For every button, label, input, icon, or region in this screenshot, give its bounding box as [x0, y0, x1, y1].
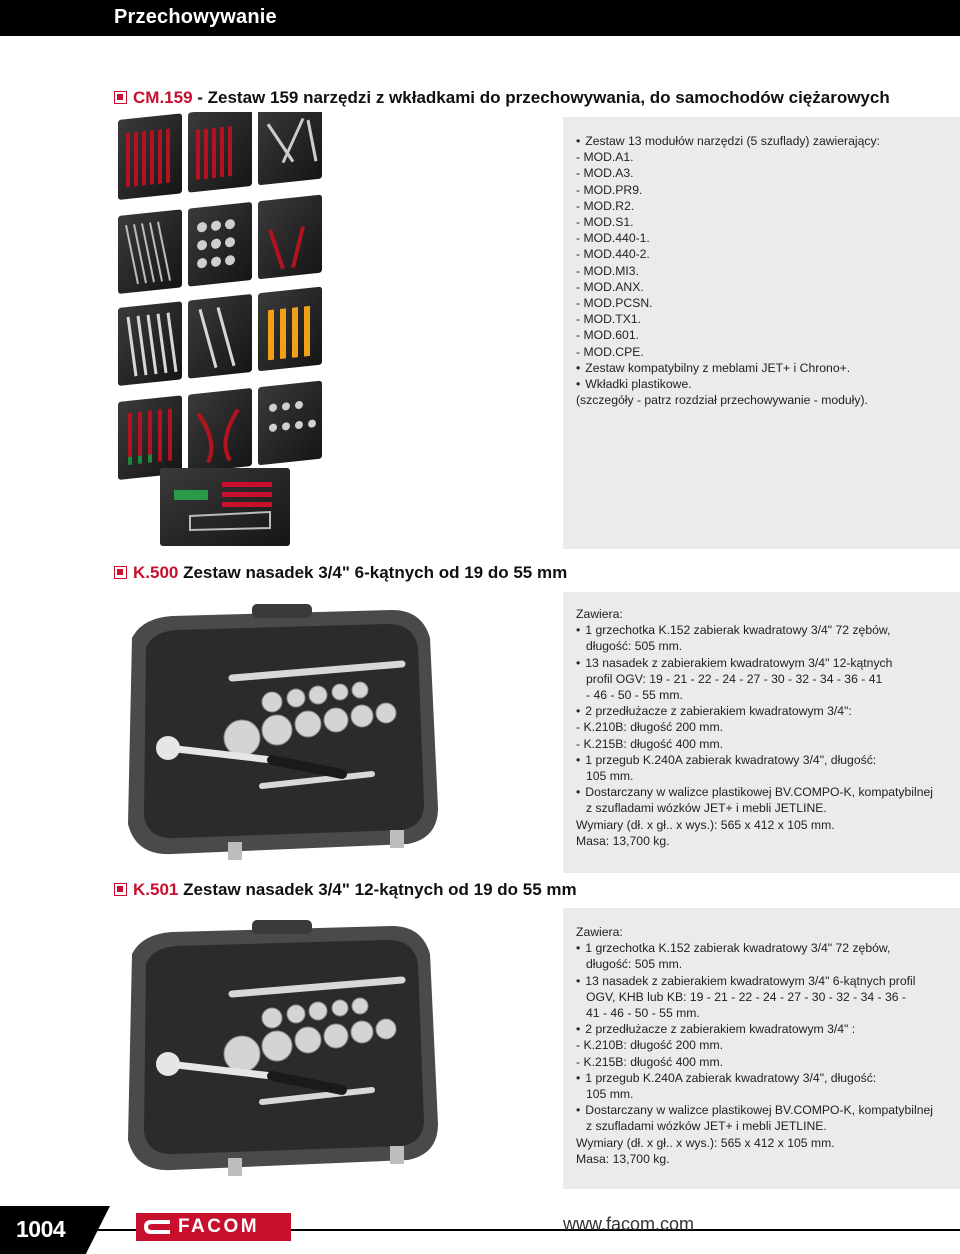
footer-rule — [0, 1229, 960, 1231]
section-k500-title: K.500 Zestaw nasadek 3/4" 6-kątnych od 1… — [114, 563, 567, 583]
product-title: Zestaw nasadek 3/4" 6-kątnych od 19 do 5… — [178, 563, 568, 582]
tool-trays-illustration — [118, 98, 322, 546]
product-code: K.501 — [133, 880, 179, 899]
section-cm159-title: CM.159 - Zestaw 159 narzędzi z wkładkami… — [114, 88, 890, 108]
description-line: 105 mm. — [586, 769, 634, 784]
description-line: Zawiera: — [576, 607, 623, 621]
socket-case-illustration — [128, 604, 438, 860]
description-line: - MOD.R2. — [576, 198, 635, 213]
description-line: Wymiary (dł. x gł.. x wys.): 565 x 412 x… — [576, 1135, 835, 1150]
description-line: 1 grzechotka K.152 zabierak kwadratowy 3… — [576, 622, 933, 638]
section1-description: Zestaw 13 modułów narzędzi (5 szuflady) … — [576, 133, 880, 408]
page-number: 1004 — [16, 1216, 66, 1242]
description-line: 13 nasadek z zabierakiem kwadratowym 3/4… — [576, 655, 933, 671]
description-line: - MOD.S1. — [576, 215, 634, 230]
facom-wrench-icon — [144, 1220, 170, 1234]
section3-description: Zawiera:1 grzechotka K.152 zabierak kwad… — [576, 924, 933, 1167]
description-line: - MOD.440-2. — [576, 247, 650, 262]
description-line: 41 - 46 - 50 - 55 mm. — [586, 1006, 700, 1021]
brand-name: FACOM — [178, 1216, 260, 1237]
description-line: 105 mm. — [586, 1087, 634, 1102]
description-line: 2 przedłużacze z zabierakiem kwadratowym… — [576, 703, 933, 719]
section2-description: Zawiera:1 grzechotka K.152 zabierak kwad… — [576, 606, 933, 849]
description-line: Zawiera: — [576, 925, 623, 939]
description-line: z szufladami wózków JET+ i mebli JETLINE… — [586, 801, 827, 816]
description-line: - MOD.601. — [576, 328, 639, 343]
description-line: - MOD.PR9. — [576, 182, 643, 197]
socket-case-image-k501 — [112, 914, 452, 1182]
website-link[interactable]: www.facom.com — [563, 1214, 695, 1234]
description-line: - 46 - 50 - 55 mm. — [586, 688, 683, 703]
description-line: Dostarczany w walizce plastikowej BV.COM… — [576, 784, 933, 800]
description-line: z szufladami wózków JET+ i mebli JETLINE… — [586, 1119, 827, 1134]
description-line: Dostarczany w walizce plastikowej BV.COM… — [576, 1102, 933, 1118]
description-line: Zestaw 13 modułów narzędzi (5 szuflady) … — [576, 133, 880, 149]
description-line: - MOD.TX1. — [576, 312, 642, 327]
product-code: K.500 — [133, 563, 179, 582]
description-line: - K.215B: długość 400 mm. — [576, 736, 723, 751]
red-square-icon — [114, 566, 127, 579]
description-line: - MOD.A1. — [576, 150, 634, 165]
description-line: 1 przegub K.240A zabierak kwadratowy 3/4… — [576, 1070, 933, 1086]
product-title: Zestaw nasadek 3/4" 12-kątnych od 19 do … — [178, 880, 577, 899]
description-line: - MOD.PCSN. — [576, 296, 653, 311]
product-title: - Zestaw 159 narzędzi z wkładkami do prz… — [192, 88, 890, 107]
description-line: Zestaw kompatybilny z meblami JET+ i Chr… — [576, 360, 880, 376]
socket-case-image-k500 — [112, 598, 452, 866]
description-line: długość: 505 mm. — [586, 957, 683, 972]
facom-logo: FACOM — [136, 1213, 291, 1241]
red-square-icon — [114, 91, 127, 104]
description-line: Masa: 13,700 kg. — [576, 833, 670, 848]
description-line: długość: 505 mm. — [586, 639, 683, 654]
description-line: - MOD.MI3. — [576, 263, 639, 278]
description-line: Masa: 13,700 kg. — [576, 1151, 670, 1166]
description-line: - MOD.A3. — [576, 166, 634, 181]
description-line: 1 przegub K.240A zabierak kwadratowy 3/4… — [576, 752, 933, 768]
product-code: CM.159 — [133, 88, 193, 107]
description-line: - K.210B: długość 200 mm. — [576, 720, 723, 735]
description-line: 2 przedłużacze z zabierakiem kwadratowym… — [576, 1021, 933, 1037]
description-panel — [563, 117, 960, 549]
description-line: Wkładki plastikowe. — [576, 376, 880, 392]
header-bar: Przechowywanie — [0, 0, 960, 36]
description-line: OGV, KHB lub KB: 19 - 21 - 22 - 24 - 27 … — [586, 989, 906, 1004]
section-k501-title: K.501 Zestaw nasadek 3/4" 12-kątnych od … — [114, 880, 577, 900]
tool-modules-image — [112, 98, 337, 552]
description-line: - MOD.CPE. — [576, 344, 644, 359]
description-line: - MOD.440-1. — [576, 231, 650, 246]
description-line: - K.215B: długość 400 mm. — [576, 1054, 723, 1069]
description-panel — [563, 592, 960, 873]
red-square-icon — [114, 883, 127, 896]
description-line: 13 nasadek z zabierakiem kwadratowym 3/4… — [576, 973, 933, 989]
description-line: (szczegóły - patrz rozdział przechowywan… — [576, 393, 868, 408]
description-line: Wymiary (dł. x gł.. x wys.): 565 x 412 x… — [576, 817, 835, 832]
description-line: - MOD.ANX. — [576, 279, 644, 294]
page-number-badge: 1004 — [0, 1206, 110, 1254]
page-header-title: Przechowywanie — [114, 6, 277, 28]
description-line: - K.210B: długość 200 mm. — [576, 1038, 723, 1053]
description-line: profil OGV: 19 - 21 - 22 - 24 - 27 - 30 … — [586, 671, 883, 686]
socket-case-illustration — [128, 920, 438, 1176]
description-line: 1 grzechotka K.152 zabierak kwadratowy 3… — [576, 940, 933, 956]
